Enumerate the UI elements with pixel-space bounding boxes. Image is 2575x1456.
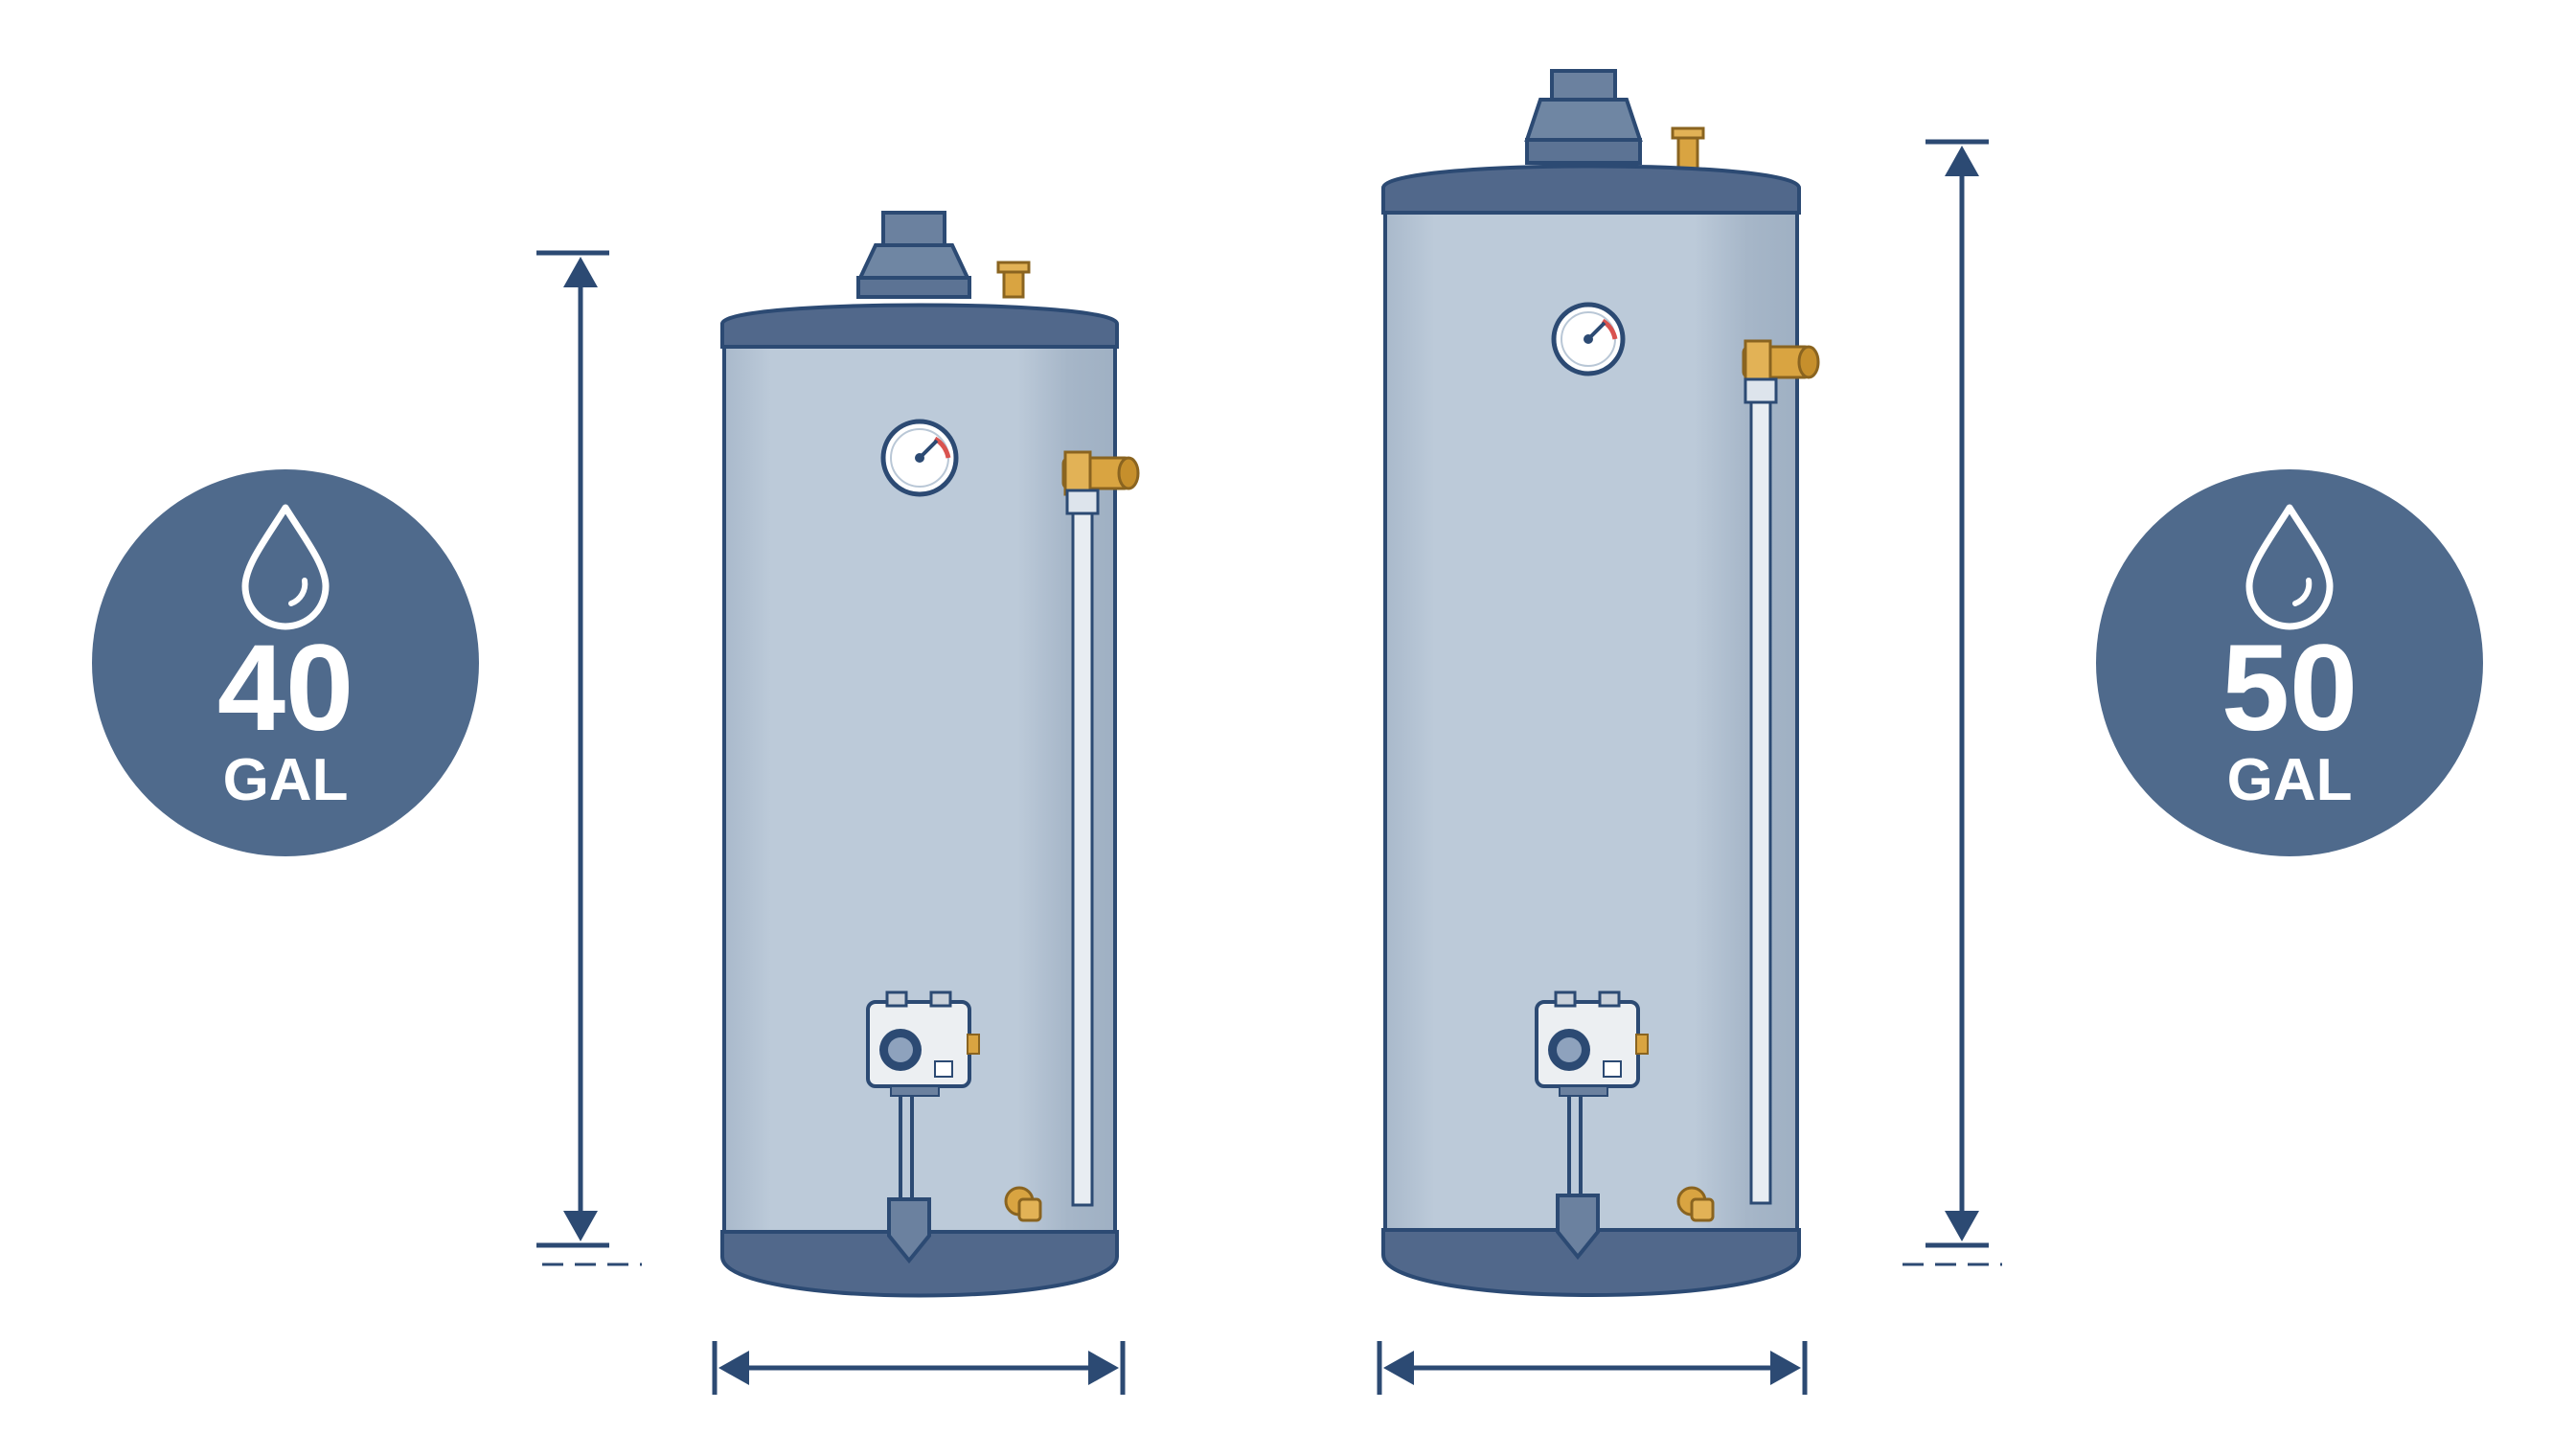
gas-control-valve-icon [866,990,980,1097]
tank-top-cap [720,303,1119,349]
water-heater-40 [720,211,1140,1298]
badge-unit: GAL [2227,747,2353,813]
water-heater-50 [1381,69,1820,1297]
pressure-relief-valve-icon [1061,450,1140,496]
inlet-fitting-icon [996,261,1031,299]
arrowhead-down-icon [563,1211,598,1241]
height-dimension-50 [1903,139,2002,1266]
arrowhead-left-icon [718,1351,749,1385]
arrowhead-up-icon [563,257,598,287]
drop-highlight [2292,578,2313,606]
temperature-gauge-icon [1551,302,1626,376]
width-dimension-50 [1377,1341,1808,1395]
badge-unit: GAL [223,747,349,813]
burner-assembly-icon [1556,1096,1600,1261]
badge-circle [92,469,479,856]
water-drop-icon [241,504,330,630]
capacity-badge-50: 50 GAL [2096,469,2483,856]
discharge-pipe-top [1743,377,1778,404]
flue-vent-icon [1524,69,1643,165]
badge-number: 40 [217,620,353,757]
height-dimension-40 [536,250,642,1266]
discharge-pipe-top [1065,489,1100,515]
inlet-fitting-icon [1671,126,1705,171]
arrowhead-left-icon [1383,1351,1414,1385]
drop-highlight [288,578,308,606]
arrowhead-up-icon [1945,146,1979,176]
tank-base [720,1230,1119,1298]
drain-valve-icon [1004,1186,1042,1222]
capacity-badge-40: 40 GAL [92,469,479,856]
badge-number: 50 [2222,620,2358,757]
flue-vent-icon [856,211,971,299]
tank-base [1381,1228,1801,1297]
arrowhead-down-icon [1945,1211,1979,1241]
tank-top-cap [1381,164,1801,215]
drain-valve-icon [1676,1186,1715,1222]
width-dimension-40 [712,1341,1126,1395]
burner-assembly-icon [887,1096,931,1264]
water-drop-icon [2245,504,2334,630]
arrowhead-right-icon [1770,1351,1801,1385]
discharge-pipe [1071,490,1094,1207]
pressure-relief-valve-icon [1742,339,1820,385]
badge-circle [2096,469,2483,856]
gas-control-valve-icon [1535,990,1649,1097]
temperature-gauge-icon [880,419,959,497]
discharge-pipe [1749,379,1772,1205]
arrowhead-right-icon [1088,1351,1119,1385]
